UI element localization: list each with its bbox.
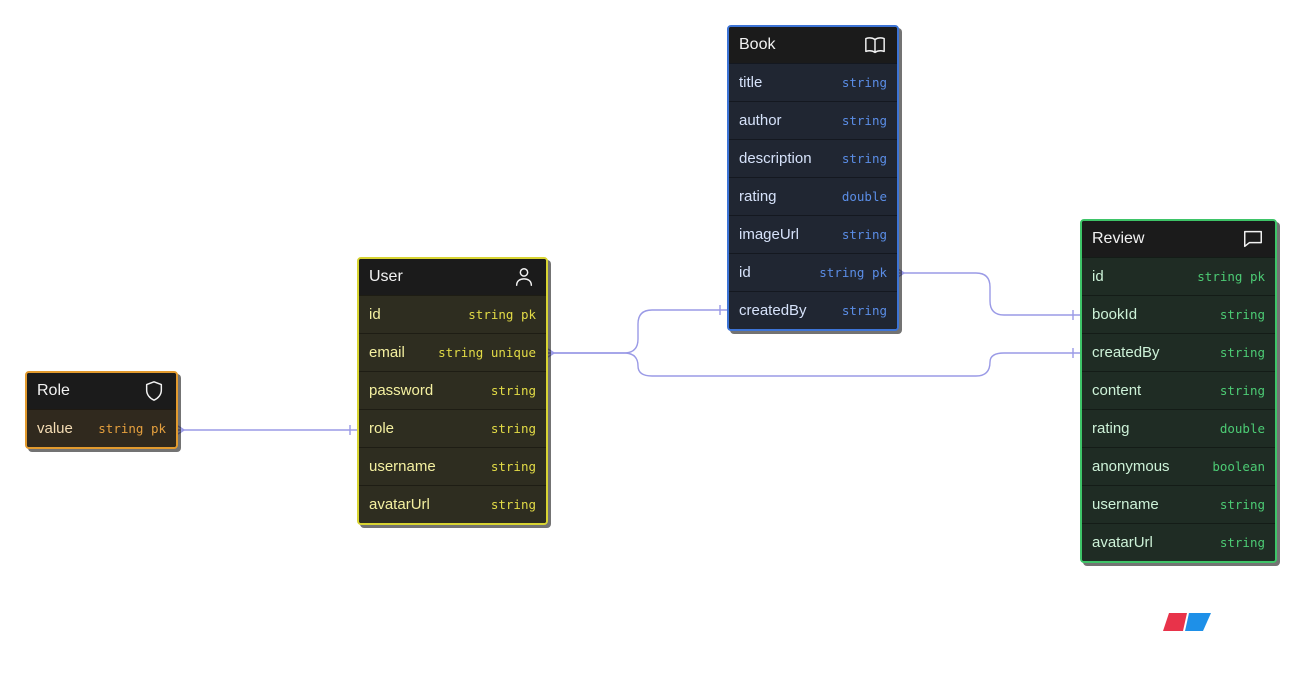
relationship-origin-marker xyxy=(547,348,556,358)
field-name: bookId xyxy=(1092,306,1138,323)
table-row[interactable]: author string xyxy=(729,101,897,139)
field-type: string unique xyxy=(438,345,536,360)
table-row[interactable]: description string xyxy=(729,139,897,177)
field-type: string pk xyxy=(468,307,536,322)
table-row[interactable]: content string xyxy=(1082,371,1275,409)
table-header[interactable]: Review xyxy=(1082,221,1275,257)
relationship-user-review[interactable] xyxy=(548,352,1080,377)
table-row[interactable]: createdBy string xyxy=(1082,333,1275,371)
table-row[interactable]: rating double xyxy=(729,177,897,215)
table-row[interactable]: password string xyxy=(359,371,546,409)
field-name: imageUrl xyxy=(739,226,800,243)
field-name: createdBy xyxy=(1092,344,1160,361)
table-title: Book xyxy=(739,36,776,53)
table-row[interactable]: createdBy string xyxy=(729,291,897,329)
table-row[interactable]: bookId string xyxy=(1082,295,1275,333)
field-type: string xyxy=(841,151,887,166)
table-title: User xyxy=(369,268,403,285)
table-user[interactable]: User id string pk email string unique pass… xyxy=(357,257,548,525)
field-name: rating xyxy=(739,188,777,205)
field-name: avatarUrl xyxy=(369,496,430,513)
field-name: id xyxy=(369,306,381,323)
field-type: double xyxy=(841,189,887,204)
field-name: role xyxy=(369,420,395,437)
table-header[interactable]: Role xyxy=(27,373,176,409)
field-type: string xyxy=(1219,307,1265,322)
field-name: avatarUrl xyxy=(1092,534,1153,551)
field-type: string xyxy=(1219,345,1265,360)
field-name: username xyxy=(1092,496,1159,513)
table-row[interactable]: role string xyxy=(359,409,546,447)
table-row[interactable]: imageUrl string xyxy=(729,215,897,253)
table-row[interactable]: id string pk xyxy=(1082,257,1275,295)
field-name: anonymous xyxy=(1092,458,1170,475)
table-title: Role xyxy=(37,382,70,399)
field-name: title xyxy=(739,74,763,91)
table-review[interactable]: Review id string pk bookId string createdB… xyxy=(1080,219,1277,563)
field-type: string pk xyxy=(98,421,166,436)
field-name: description xyxy=(739,150,812,167)
relationship-book-review[interactable] xyxy=(898,272,1080,316)
field-type: string xyxy=(490,497,536,512)
field-name: password xyxy=(369,382,434,399)
field-type: string xyxy=(490,421,536,436)
logo-blue-shape xyxy=(1185,613,1211,631)
table-row[interactable]: title string xyxy=(729,63,897,101)
app-logo-icon[interactable] xyxy=(1163,613,1213,633)
field-name: username xyxy=(369,458,436,475)
field-type: boolean xyxy=(1212,459,1265,474)
field-name: createdBy xyxy=(739,302,807,319)
field-type: double xyxy=(1219,421,1265,436)
field-type: string xyxy=(841,227,887,242)
field-type: string xyxy=(490,383,536,398)
field-type: string xyxy=(1219,535,1265,550)
user-icon xyxy=(512,265,536,289)
chat-bubble-icon xyxy=(1241,227,1265,251)
relationship-origin-marker xyxy=(177,425,186,435)
field-type: string xyxy=(841,113,887,128)
field-type: string xyxy=(841,303,887,318)
logo-red-shape xyxy=(1163,613,1187,631)
field-name: id xyxy=(1092,268,1104,285)
table-row[interactable]: avatarUrl string xyxy=(359,485,546,523)
table-book[interactable]: Book title string author string descriptio… xyxy=(727,25,899,331)
field-name: email xyxy=(369,344,405,361)
table-title: Review xyxy=(1092,230,1145,247)
field-type: string xyxy=(1219,383,1265,398)
relationship-user-book[interactable] xyxy=(548,309,727,354)
field-name: value xyxy=(37,420,73,437)
table-row[interactable]: avatarUrl string xyxy=(1082,523,1275,561)
field-name: author xyxy=(739,112,782,129)
field-name: rating xyxy=(1092,420,1130,437)
field-type: string xyxy=(841,75,887,90)
field-name: content xyxy=(1092,382,1142,399)
book-icon xyxy=(863,33,887,57)
field-type: string xyxy=(490,459,536,474)
table-role[interactable]: Role value string pk xyxy=(25,371,178,449)
shield-icon xyxy=(142,379,166,403)
table-header[interactable]: User xyxy=(359,259,546,295)
field-type: string pk xyxy=(819,265,887,280)
table-row[interactable]: email string unique xyxy=(359,333,546,371)
table-row[interactable]: id string pk xyxy=(359,295,546,333)
table-header[interactable]: Book xyxy=(729,27,897,63)
field-name: id xyxy=(739,264,751,281)
table-row[interactable]: value string pk xyxy=(27,409,176,447)
table-row[interactable]: id string pk xyxy=(729,253,897,291)
table-row[interactable]: username string xyxy=(1082,485,1275,523)
table-row[interactable]: anonymous boolean xyxy=(1082,447,1275,485)
table-row[interactable]: username string xyxy=(359,447,546,485)
field-type: string xyxy=(1219,497,1265,512)
field-type: string pk xyxy=(1197,269,1265,284)
table-row[interactable]: rating double xyxy=(1082,409,1275,447)
